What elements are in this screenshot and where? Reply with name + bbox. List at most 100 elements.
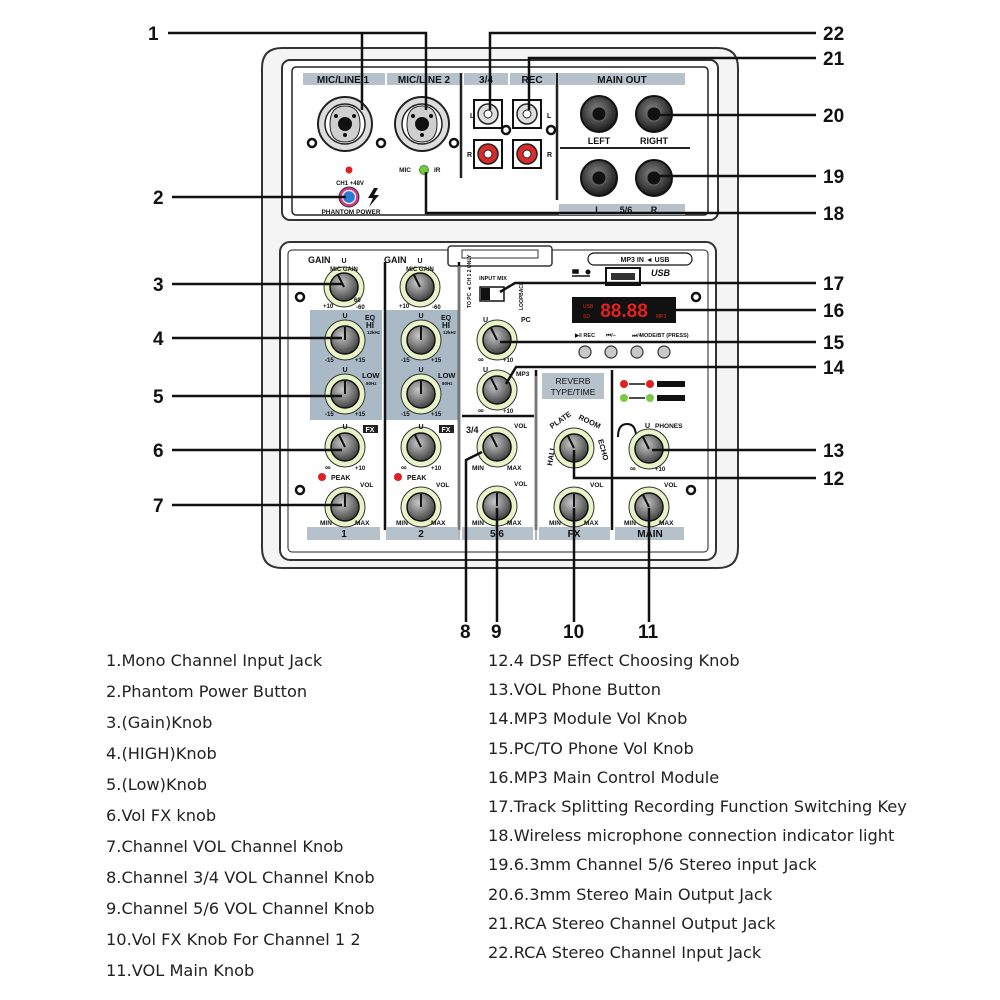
callout-16: 16 xyxy=(823,301,844,322)
label-low-minus15-1: -15 xyxy=(325,412,334,418)
legend-right-column: 12.4 DSP Effect Choosing Knob 13.VOL Pho… xyxy=(488,648,907,969)
usb-port[interactable] xyxy=(605,267,641,286)
callout-3: 3 xyxy=(153,275,164,296)
usb-badge: MP3 IN ◄ USB xyxy=(587,252,693,266)
fx-send-knob-ch1[interactable] xyxy=(324,426,366,468)
main-vol-knob[interactable] xyxy=(628,486,670,528)
top-section-labels: MIC/LINE 1 MIC/LINE 2 3/4 REC MAIN OUT xyxy=(317,75,647,86)
label-34: 3/4 xyxy=(479,75,493,86)
label-u-hi-1: U xyxy=(342,313,347,320)
label-u-fx-1: U xyxy=(342,424,347,431)
label-56-r: R xyxy=(651,205,658,215)
display-mp3: MP3 xyxy=(656,314,667,320)
usb-logo-text: USB xyxy=(651,268,671,278)
label-u-mp3: U xyxy=(483,367,488,374)
fx-send-knob-ch2[interactable] xyxy=(400,426,442,468)
legend-item: 1.Mono Channel Input Jack xyxy=(106,651,323,670)
leader-17 xyxy=(499,281,816,294)
rca-in-left-jack[interactable] xyxy=(473,99,503,129)
rca-out-right-jack[interactable] xyxy=(512,139,542,169)
rca-out-r-label: R xyxy=(547,152,552,159)
main-out-left-jack[interactable] xyxy=(580,95,618,133)
vol-knob-56[interactable] xyxy=(476,485,518,527)
track-split-switch[interactable] xyxy=(479,286,505,302)
usb-badge-text: MP3 IN ◄ USB xyxy=(621,257,670,264)
hi-eq-knob-ch2[interactable] xyxy=(400,319,442,361)
prev-button[interactable] xyxy=(604,345,618,359)
callout-2: 2 xyxy=(153,188,164,209)
mixer-diagram: MIC/LINE 1 MIC/LINE 2 3/4 REC MAIN OUT C… xyxy=(148,24,845,640)
phones-vol-knob[interactable] xyxy=(628,428,670,470)
leader-21 xyxy=(527,56,816,110)
low-eq-knob-ch2[interactable] xyxy=(400,373,442,415)
phantom-power-button[interactable] xyxy=(338,186,360,208)
stereo-56-left-jack[interactable] xyxy=(580,159,618,197)
fx-return-knob[interactable] xyxy=(553,486,595,528)
label-loopback: LOOPBACK xyxy=(519,281,525,310)
label-input-mix: INPUT MIX xyxy=(479,276,507,282)
label-gain-60-1: 60 xyxy=(354,298,361,304)
combo-jack-ch1[interactable] xyxy=(317,96,373,152)
label-hi-plus15-1: +15 xyxy=(355,358,366,364)
rca-in-right-jack[interactable] xyxy=(473,139,503,169)
label-pc-inf: ∞ xyxy=(478,355,484,364)
legend-item: 20.6.3mm Stereo Main Output Jack xyxy=(488,884,773,904)
label-u-low-1: U xyxy=(342,367,347,374)
callout-11: 11 xyxy=(638,622,659,640)
label-reverb: REVERB xyxy=(556,376,591,386)
leader-22 xyxy=(488,31,816,110)
vol-knob-ch2[interactable] xyxy=(400,486,442,528)
legend-item: 6.Vol FX knob xyxy=(106,806,217,825)
callout-13: 13 xyxy=(823,441,844,462)
mp3-buttons xyxy=(578,345,671,359)
label-mp3: MP3 xyxy=(516,371,530,378)
pc-vol-knob[interactable] xyxy=(476,319,518,361)
peak-led-ch2 xyxy=(394,473,402,481)
callout-22: 22 xyxy=(823,24,844,45)
label-pc: PC xyxy=(521,317,531,324)
screw-holes-bottom xyxy=(294,291,702,496)
label-phantom-power: PHANTOM POWER xyxy=(321,209,380,216)
mode-bt-button[interactable] xyxy=(657,345,671,359)
reverb-type-knob[interactable] xyxy=(553,427,595,469)
legend-left-column: 1.Mono Channel Input Jack 2.Phantom Powe… xyxy=(106,648,375,989)
label-eq-2: EQ xyxy=(441,315,452,322)
legend-item: 9.Channel 5/6 VOL Channel Knob xyxy=(106,899,375,918)
label-ir: IR xyxy=(434,167,441,174)
label-u-gain-1: U xyxy=(341,258,346,265)
label-fx-inf-1: ∞ xyxy=(325,463,331,472)
label-min-fx: MIN xyxy=(549,520,561,527)
hi-eq-knob-ch1[interactable] xyxy=(324,319,366,361)
callout-9: 9 xyxy=(491,622,502,640)
legend: 1.Mono Channel Input Jack 2.Phantom Powe… xyxy=(0,648,1000,993)
legend-item: 12.4 DSP Effect Choosing Knob xyxy=(488,651,740,670)
legend-item: 17.Track Splitting Recording Function Sw… xyxy=(488,796,907,816)
play-rec-button[interactable] xyxy=(578,345,592,359)
lightning-icon xyxy=(368,188,379,207)
gain-knob-ch1[interactable] xyxy=(323,266,365,308)
channel-label-2: 2 xyxy=(418,529,424,540)
label-mic-line-2: MIC/LINE 2 xyxy=(398,75,451,86)
label-to-pc: TO PC ◄ CH 1 2 ONLY xyxy=(467,254,473,308)
center-labels: U PC ∞ +10 U MP3 ∞ +10 3/4 VOL MIN MAX V… xyxy=(466,317,531,527)
label-btn-mode: MODE/BT (PRESS) xyxy=(639,333,688,339)
level-meter xyxy=(620,380,685,402)
low-eq-knob-ch1[interactable] xyxy=(324,373,366,415)
reverb-label-box: REVERB TYPE/TIME xyxy=(542,373,604,399)
rca-out-left-jack[interactable] xyxy=(512,99,542,129)
vol-knob-ch1[interactable] xyxy=(324,486,366,528)
label-56-l: L xyxy=(595,205,601,215)
legend-item: 16.MP3 Main Control Module xyxy=(488,767,720,787)
callout-20: 20 xyxy=(823,106,844,127)
gain-knob-ch2[interactable] xyxy=(399,266,441,308)
channel-dividers-inner xyxy=(458,266,537,540)
label-vol-main: VOL xyxy=(664,482,677,489)
label-max-ch2: MAX xyxy=(431,520,446,527)
vol-knob-34[interactable] xyxy=(476,426,518,468)
label-34-ch: 3/4 xyxy=(466,425,479,435)
stereo-56-right-jack[interactable] xyxy=(635,159,673,197)
next-button[interactable] xyxy=(630,345,644,359)
legend-item: 2.Phantom Power Button xyxy=(106,682,308,701)
combo-jack-ch2[interactable] xyxy=(394,96,450,152)
label-gain-plus10-1: +10 xyxy=(323,304,334,310)
